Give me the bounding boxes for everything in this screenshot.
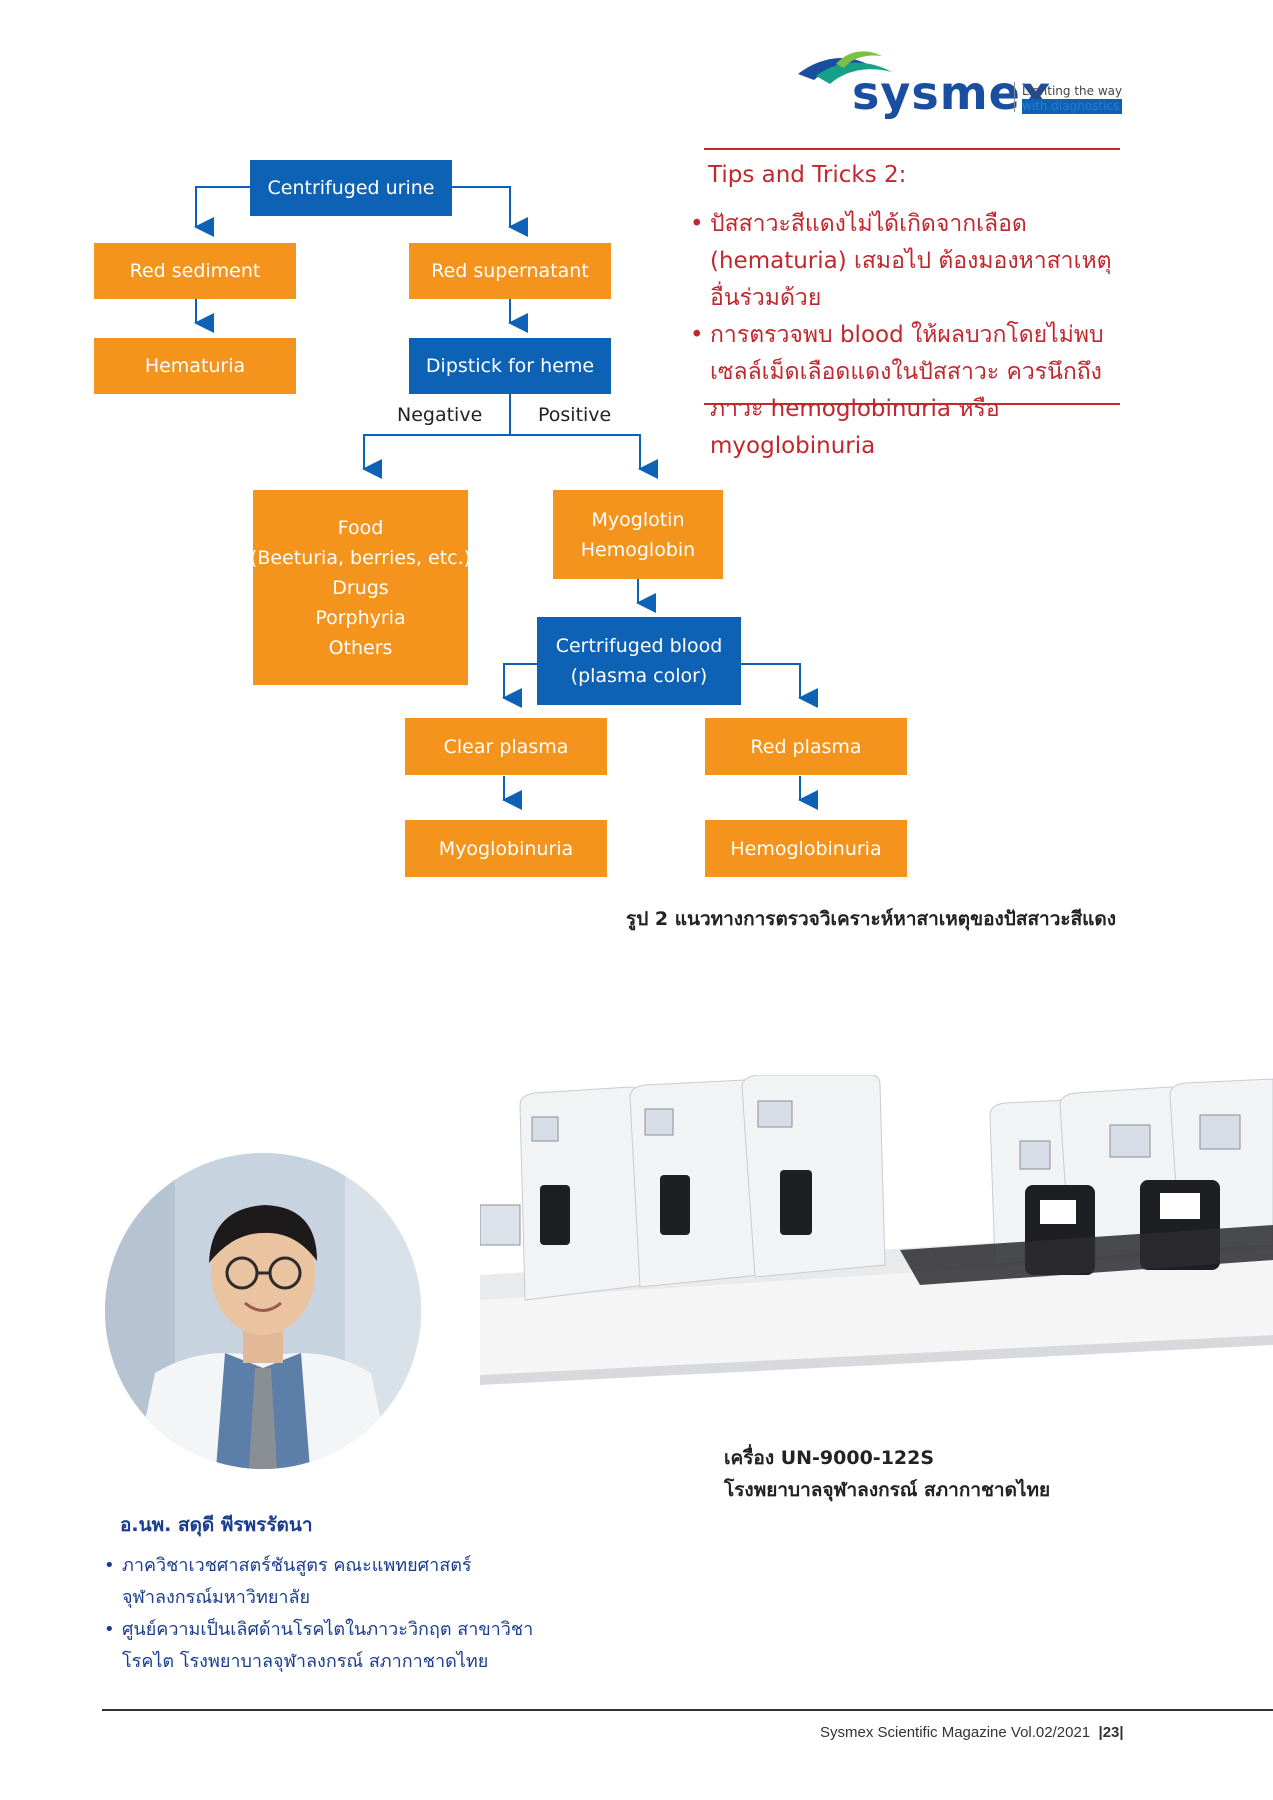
- node-red-sediment: Red sediment: [94, 243, 296, 299]
- food-line: Food: [337, 516, 384, 539]
- logo-divider: [1014, 82, 1015, 112]
- tips-item: ปัสสาวะสีแดงไม่ได้เกิดจากเลือด (hematuri…: [690, 206, 1122, 317]
- tips-list: ปัสสาวะสีแดงไม่ได้เกิดจากเลือด (hematuri…: [690, 206, 1122, 465]
- arrow-to-red-plasma: [740, 663, 818, 708]
- sysmex-wordmark: sysmex: [852, 66, 1052, 120]
- affiliation-item: ภาควิชาเวชศาสตร์ชันสูตร คณะแพทยศาสตร์ จุ…: [104, 1550, 564, 1614]
- arrow-positive: [510, 434, 658, 479]
- author-photo: [105, 1153, 421, 1469]
- affiliation-item: ศูนย์ความเป็นเลิศด้านโรคไตในภาวะวิกฤต สา…: [104, 1614, 564, 1678]
- node-clear-plasma: Clear plasma: [405, 718, 607, 775]
- author-portrait: [105, 1153, 421, 1469]
- arrow-negative: [362, 434, 510, 479]
- node-myoglobinuria: Myoglobinuria: [405, 820, 607, 877]
- node-centrifuged-urine: Centrifuged urine: [250, 160, 452, 216]
- node-hematuria: Hematuria: [94, 338, 296, 394]
- node-food-drugs: Food (Beeturia, berries, etc.) Drugs Por…: [249, 490, 472, 685]
- edge-label-negative: Negative: [397, 404, 483, 426]
- tagline-line2: with diagnostics: [1022, 99, 1123, 114]
- food-line: Others: [328, 636, 393, 659]
- footer-page-number: 23: [1102, 1724, 1120, 1741]
- food-line: (Beeturia, berries, etc.): [249, 546, 472, 569]
- myo-line: Hemoglobin: [580, 538, 696, 561]
- tips-bottom-rule: [704, 403, 1120, 405]
- tips-item: การตรวจพบ blood ให้ผลบวกโดยไม่พบเซลล์เม็…: [690, 317, 1122, 465]
- analyzer-illustration: [480, 1075, 1273, 1495]
- sysmex-logo: sysmex Lighting the way with diagnostics: [796, 46, 1126, 122]
- machine-location: โรงพยาบาลจุฬาลงกรณ์ สภากาชาดไทย: [724, 1479, 1051, 1501]
- certrifuged-line: (plasma color): [570, 665, 708, 687]
- arrow-to-red-supernatant: [452, 186, 528, 237]
- certrifuged-line: Certrifuged blood: [555, 635, 723, 657]
- machine-caption: เครื่อง UN-9000-122S โรงพยาบาลจุฬาลงกรณ์…: [724, 1442, 1050, 1506]
- machine-model: เครื่อง UN-9000-122S: [724, 1447, 935, 1469]
- tips-panel: Tips and Tricks 2: ปัสสาวะสีแดงไม่ได้เกิ…: [688, 148, 1122, 459]
- author-name: อ.นพ. สดุดี พีรพรรัตนา: [120, 1514, 313, 1536]
- sysmex-swoosh-icon: [798, 51, 892, 84]
- tips-top-rule: [704, 148, 1120, 150]
- tips-title: Tips and Tricks 2:: [708, 162, 907, 188]
- tagline-line1: Lighting the way: [1022, 84, 1123, 98]
- footer-rule: [102, 1709, 1273, 1711]
- food-line: Drugs: [332, 576, 389, 599]
- node-red-plasma: Red plasma: [705, 718, 907, 775]
- urinalysis-analyzer-photo: [480, 1075, 1273, 1495]
- author-affiliations: ภาควิชาเวชศาสตร์ชันสูตร คณะแพทยศาสตร์ จุ…: [104, 1550, 564, 1678]
- node-red-supernatant: Red supernatant: [409, 243, 611, 299]
- red-urine-flowchart: Centrifuged urine Red sediment Red super…: [0, 0, 920, 890]
- edge-label-positive: Positive: [538, 404, 612, 426]
- myo-line: Myoglotin: [591, 508, 685, 531]
- flowchart-arrows: [194, 186, 818, 810]
- node-certrifuged-blood: Certrifuged blood (plasma color): [537, 617, 741, 705]
- node-hemoglobinuria: Hemoglobinuria: [705, 820, 907, 877]
- food-line: Porphyria: [315, 606, 406, 629]
- figure-caption: รูป 2 แนวทางการตรวจวิเคราะห์หาสาเหตุของป…: [626, 908, 1117, 930]
- brand-tagline: Lighting the way with diagnostics: [1022, 84, 1123, 114]
- footer-magazine: Sysmex Scientific Magazine Vol.02/2021: [820, 1724, 1091, 1741]
- arrow-to-clear-plasma: [502, 663, 538, 708]
- node-myoglobin-hemoglobin: Myoglotin Hemoglobin: [553, 490, 723, 579]
- node-dipstick: Dipstick for heme: [409, 338, 611, 394]
- footer: Sysmex Scientific Magazine Vol.02/2021 |…: [820, 1724, 1124, 1741]
- arrow-to-red-sediment: [194, 186, 250, 237]
